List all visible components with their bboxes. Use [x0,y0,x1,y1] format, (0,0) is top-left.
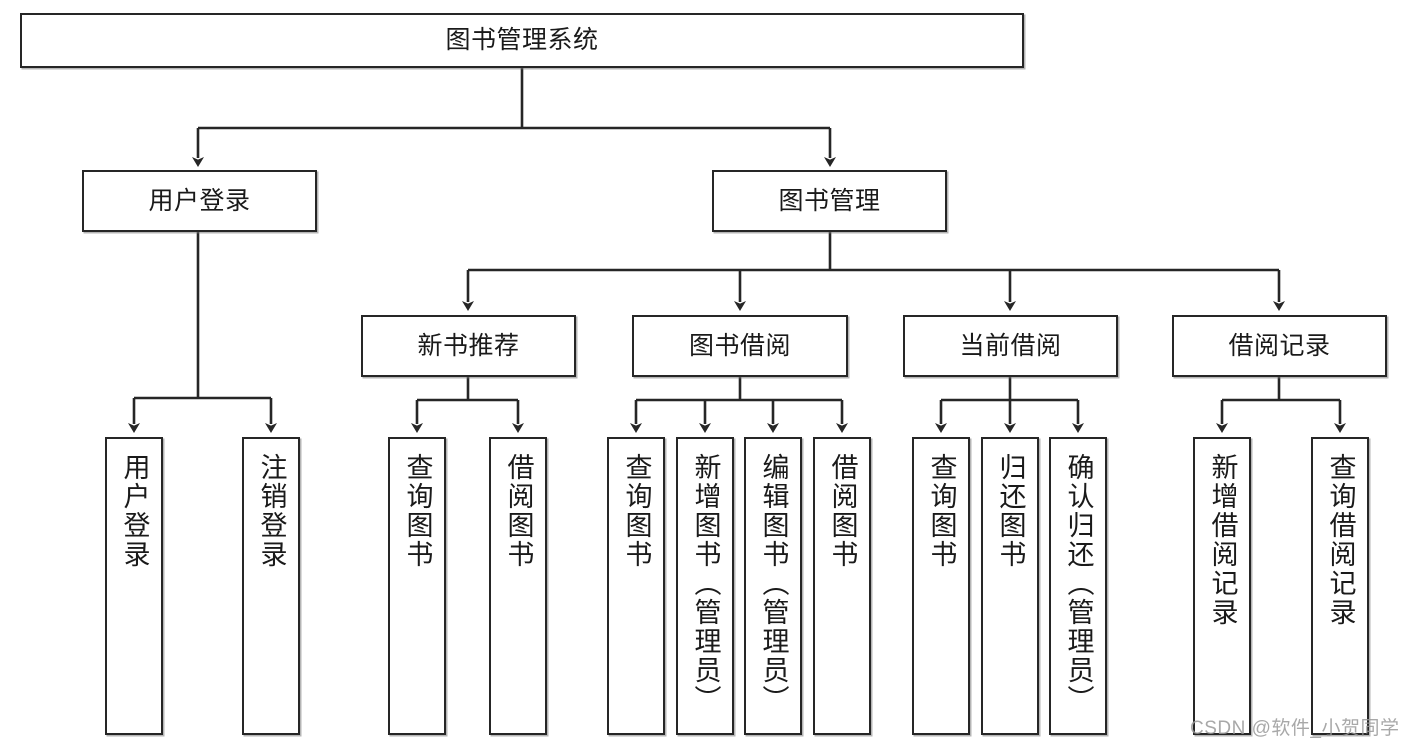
node-label: 编辑图书（管理员） [758,453,789,714]
node-label: 借阅记录 [1228,331,1331,360]
node-label: 确认归还（管理员） [1063,453,1094,714]
leaf-add-borrow-record[interactable]: 新增借阅记录 [1193,437,1251,735]
leaf-confirm-return-admin[interactable]: 确认归还（管理员） [1049,437,1107,735]
csdn-watermark: CSDN @软件_小贺同学 [1190,718,1400,739]
node-book-management[interactable]: 图书管理 [712,170,947,232]
node-label: 查询图书 [402,453,433,569]
leaf-query-book-recommend[interactable]: 查询图书 [388,437,446,735]
node-label: 新增图书（管理员） [690,453,721,714]
node-label: 新书推荐 [417,331,520,360]
node-label: 借阅图书 [827,453,858,569]
node-new-book-recommend[interactable]: 新书推荐 [361,315,576,377]
node-label: 当前借阅 [959,331,1062,360]
node-book-borrow[interactable]: 图书借阅 [632,315,848,377]
node-label: 归还图书 [995,453,1026,569]
node-label: 查询借阅记录 [1325,453,1356,627]
leaf-query-book-borrow[interactable]: 查询图书 [607,437,665,735]
node-label: 查询图书 [621,453,652,569]
leaf-borrow-book-recommend[interactable]: 借阅图书 [489,437,547,735]
leaf-edit-book-admin[interactable]: 编辑图书（管理员） [744,437,802,735]
node-root-book-management-system[interactable]: 图书管理系统 [20,13,1024,68]
node-label: 图书管理 [778,186,881,215]
node-current-borrow[interactable]: 当前借阅 [903,315,1118,377]
leaf-query-borrow-record[interactable]: 查询借阅记录 [1311,437,1369,735]
leaf-logout-login[interactable]: 注销登录 [242,437,300,735]
leaf-query-book-current[interactable]: 查询图书 [912,437,970,735]
node-label: 用户登录 [119,453,150,569]
node-label: 查询图书 [926,453,957,569]
node-label: 借阅图书 [503,453,534,569]
node-borrow-record[interactable]: 借阅记录 [1172,315,1387,377]
node-user-login[interactable]: 用户登录 [82,170,317,232]
node-label: 新增借阅记录 [1207,453,1238,627]
leaf-add-book-admin[interactable]: 新增图书（管理员） [676,437,734,735]
leaf-return-book[interactable]: 归还图书 [981,437,1039,735]
node-label: 用户登录 [148,186,251,215]
leaf-borrow-book-borrow[interactable]: 借阅图书 [813,437,871,735]
node-label: 注销登录 [256,453,287,569]
node-label: 图书借阅 [688,331,791,360]
leaf-user-login[interactable]: 用户登录 [105,437,163,735]
node-label: 图书管理系统 [445,26,599,54]
